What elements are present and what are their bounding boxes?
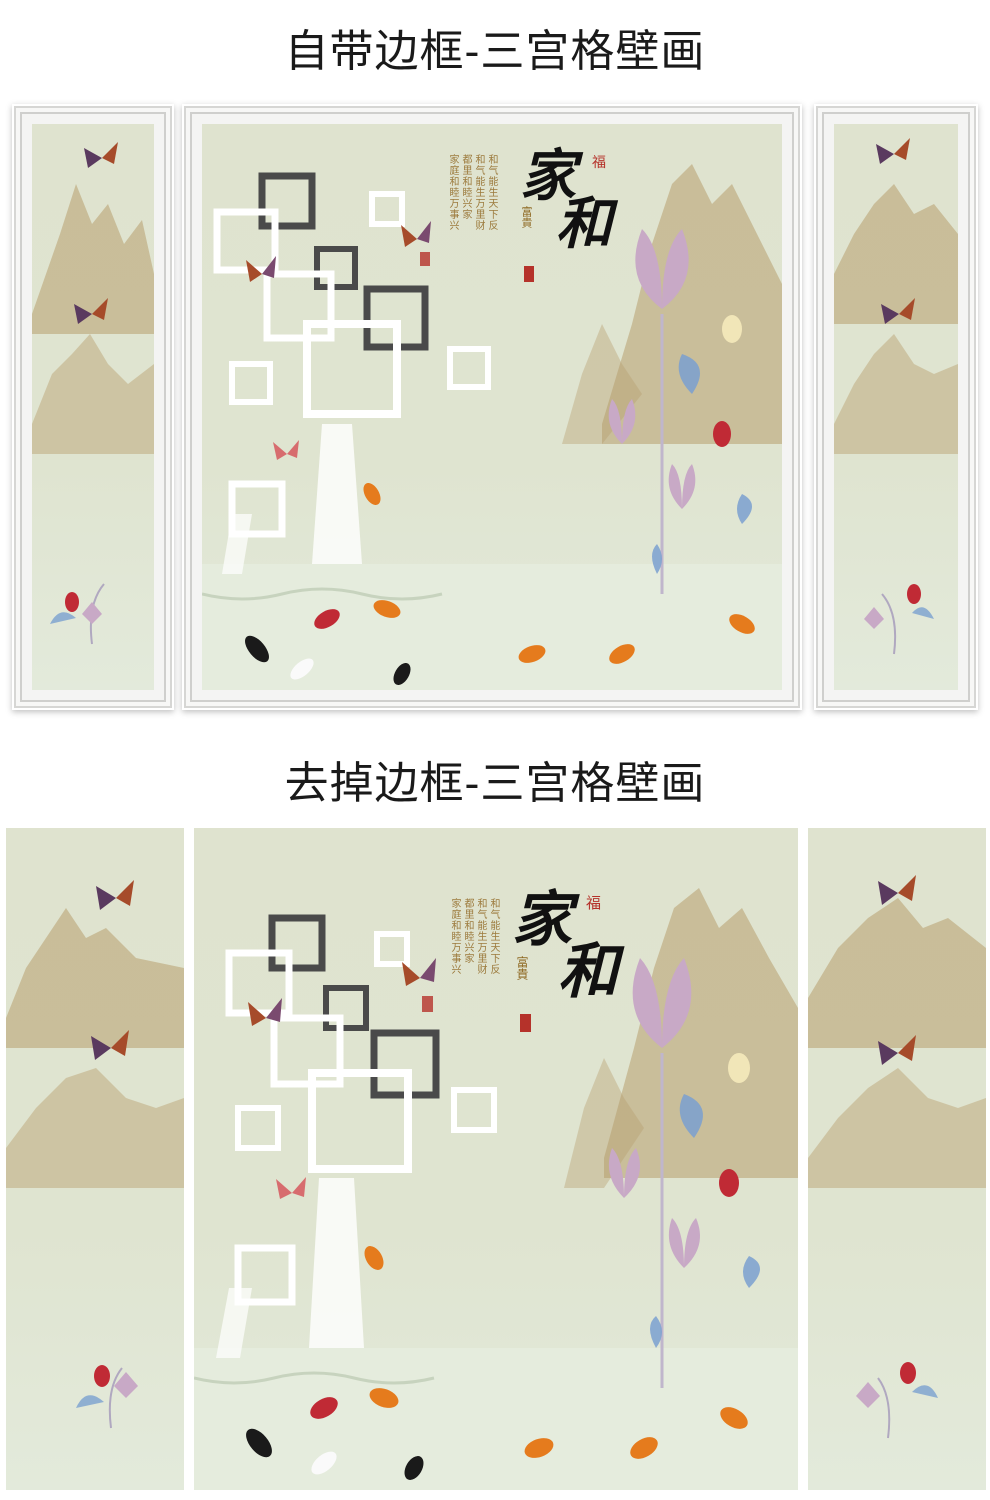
- seal-stamp: [520, 1014, 531, 1032]
- koi-icon: [364, 1246, 384, 1270]
- koi-icon: [404, 1456, 424, 1480]
- koi-icon: [609, 644, 635, 664]
- red-bud-icon: [65, 592, 79, 612]
- butterfly-icon: [248, 998, 282, 1026]
- lotus-icon: [608, 1148, 640, 1198]
- red-bud-icon: [713, 421, 731, 447]
- seal-stamp: [422, 996, 433, 1012]
- char-fugui: 富貴: [520, 206, 533, 228]
- panel-center-framed: 家 和 福 富貴 和气能生天下反 和气能生万里财 都里和睦兴家 家庭和睦万事兴: [202, 124, 782, 690]
- lotus-icon: [668, 464, 696, 509]
- poem-line: 家庭和睦万事兴: [449, 898, 460, 975]
- panel-right-framed: [834, 124, 958, 690]
- butterfly-icon: [878, 1035, 916, 1065]
- bud-yellow-icon: [728, 1053, 750, 1083]
- butterfly-icon: [402, 958, 436, 986]
- char-fugui: 富貴: [515, 956, 529, 980]
- red-bud-icon: [94, 1365, 110, 1387]
- poem-line: 和气能生天下反: [488, 898, 499, 975]
- butterfly-icon: [84, 142, 118, 168]
- frame-left: [12, 104, 174, 710]
- koi-icon: [369, 1388, 399, 1408]
- koi-icon: [311, 1451, 337, 1475]
- butterfly-icon: [878, 875, 916, 905]
- red-bud-icon: [907, 584, 921, 604]
- poem-line: 和气能生天下反: [486, 154, 497, 231]
- red-bud-icon: [719, 1169, 739, 1197]
- koi-icon: [524, 1438, 554, 1458]
- koi-icon: [630, 1437, 658, 1459]
- heading-without-frame: 去掉边框-三宫格壁画: [284, 758, 706, 809]
- lotus-icon: [668, 1218, 700, 1268]
- waterfall-icon: [312, 424, 362, 564]
- panel-left-unframed: [6, 828, 184, 1490]
- butterfly-icon: [876, 138, 910, 164]
- poem-line: 家庭和睦万事兴: [447, 154, 458, 231]
- center-panel-art: [194, 888, 798, 1490]
- calligraphy-jia: 家: [520, 143, 576, 209]
- butterfly-icon: [881, 298, 915, 324]
- frame-right: [814, 104, 978, 710]
- koi-icon: [729, 614, 755, 634]
- poem-line: 都里和睦兴家: [460, 154, 471, 220]
- koi-icon: [290, 658, 314, 680]
- lotus-icon: [632, 958, 692, 1048]
- lotus-icon: [608, 399, 636, 444]
- koi-icon: [393, 663, 411, 685]
- poem-text: 和气能生天下反 和气能生万里财 都里和睦兴家 家庭和睦万事兴: [448, 898, 500, 1048]
- lotus-icon: [856, 1382, 880, 1408]
- butterfly-icon: [276, 1177, 306, 1199]
- koi-icon: [245, 635, 269, 663]
- butterfly-icon: [246, 256, 276, 282]
- lotus-icon: [864, 607, 884, 629]
- frame-center: 家 和 福 富貴 和气能生天下反 和气能生万里财 都里和睦兴家 家庭和睦万事兴: [182, 104, 802, 710]
- koi-icon: [720, 1407, 748, 1429]
- side-panel-art: [6, 880, 184, 1429]
- char-fu: 福: [586, 894, 602, 912]
- poem-line: 和气能生万里财: [473, 154, 484, 231]
- lotus-icon: [114, 1372, 138, 1398]
- calligraphy-he: 和: [556, 191, 612, 257]
- poem-text: 和气能生天下反 和气能生万里财 都里和睦兴家 家庭和睦万事兴: [446, 154, 498, 294]
- koi-icon: [373, 600, 401, 618]
- calligraphy-jia: 家: [512, 885, 572, 955]
- char-fu: 福: [592, 155, 606, 171]
- butterfly-icon: [74, 298, 108, 324]
- side-panel-art: [32, 142, 154, 645]
- butterfly-icon: [91, 1030, 129, 1060]
- koi-icon: [310, 1397, 338, 1419]
- panel-left-framed: [32, 124, 154, 690]
- panel-right-unframed: [808, 828, 986, 1490]
- koi-icon: [363, 483, 381, 505]
- side-panel-art: [834, 138, 958, 655]
- poem-line: 都里和睦兴家: [462, 898, 473, 964]
- butterfly-icon: [273, 440, 299, 460]
- lotus-icon: [82, 602, 102, 624]
- side-panel-art: [808, 875, 986, 1439]
- heading-with-frame: 自带边框-三宫格壁画: [284, 26, 706, 77]
- seal-stamp: [420, 252, 430, 266]
- butterfly-icon: [401, 221, 431, 247]
- lotus-icon: [635, 229, 689, 309]
- bud-yellow-icon: [722, 315, 742, 343]
- panel-center-unframed: 家 和 福 富貴 和气能生天下反 和气能生万里财 都里和睦兴家 家庭和睦万事兴: [194, 828, 798, 1490]
- koi-icon: [518, 645, 546, 663]
- koi-icon: [314, 609, 340, 629]
- koi-icon: [246, 1428, 272, 1458]
- center-panel-art: [202, 164, 782, 690]
- calligraphy-he: 和: [558, 937, 618, 1007]
- waterfall-icon: [309, 1178, 364, 1348]
- seal-stamp: [524, 266, 534, 282]
- butterfly-icon: [96, 880, 134, 910]
- poem-line: 和气能生万里财: [475, 898, 486, 975]
- red-bud-icon: [900, 1362, 916, 1384]
